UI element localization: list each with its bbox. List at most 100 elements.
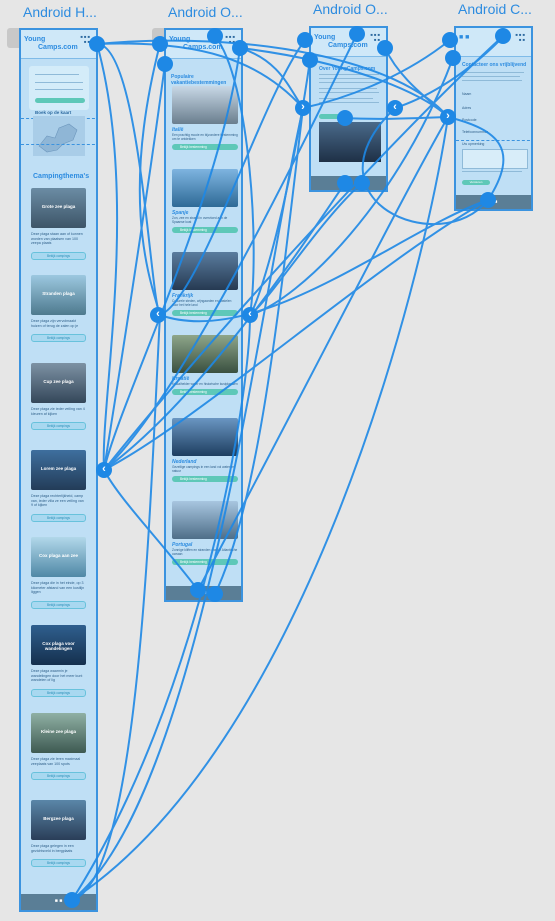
link-node[interactable] bbox=[480, 192, 496, 208]
link-node[interactable] bbox=[349, 26, 365, 42]
card-button[interactable]: Bekijk campings bbox=[31, 251, 86, 260]
chevron-left-icon[interactable]: ‹ bbox=[150, 307, 166, 323]
link-node[interactable] bbox=[64, 892, 80, 908]
chevron-left-icon[interactable]: ‹ bbox=[96, 462, 112, 478]
frame-title-contact[interactable]: Android C... bbox=[458, 1, 532, 17]
header: ■ ■ ■ ■ ■■ ■ bbox=[456, 28, 531, 57]
search-button[interactable] bbox=[35, 98, 85, 103]
card-button[interactable]: Bekijk campings bbox=[31, 772, 86, 780]
comment-input[interactable] bbox=[462, 149, 528, 169]
destination-card[interactable]: Italië Een prachtig mooie en bijzondere … bbox=[172, 86, 238, 150]
link-node[interactable] bbox=[337, 110, 353, 126]
link-node[interactable] bbox=[152, 36, 168, 52]
destination-button[interactable]: Bekijk bestemming bbox=[172, 476, 238, 482]
theme-card[interactable]: Cox plaga voor wandelingen Deze plaga wa… bbox=[31, 625, 86, 697]
link-node[interactable] bbox=[157, 56, 173, 72]
link-node[interactable] bbox=[297, 32, 313, 48]
chevron-left-icon[interactable]: ‹ bbox=[387, 100, 403, 116]
theme-card[interactable]: Grote zee plaga Deze plaga staan aan of … bbox=[31, 188, 86, 260]
link-node[interactable] bbox=[442, 32, 458, 48]
frame-title-overview[interactable]: Android O... bbox=[168, 4, 243, 20]
destination-button[interactable]: Bekijk bestemming bbox=[172, 144, 238, 150]
link-line bbox=[239, 47, 304, 109]
frame-title-home[interactable]: Android H... bbox=[23, 4, 97, 20]
destination-card[interactable]: Kroatië Kristalhelder water en historisc… bbox=[172, 335, 238, 395]
map-heading: Boek op de kaart bbox=[35, 110, 72, 115]
link-line bbox=[71, 116, 449, 901]
card-image: Cox plaga aan zee bbox=[31, 537, 86, 577]
chevron-left-icon[interactable]: ‹ bbox=[242, 307, 258, 323]
card-button[interactable]: Bekijk campings bbox=[31, 334, 86, 342]
field-comment-label: Uw opmerking bbox=[462, 142, 485, 146]
theme-card[interactable]: Cup zee plaga Deze plaga zie ieder veili… bbox=[31, 363, 86, 430]
themes-heading: Campingthema's bbox=[33, 173, 90, 180]
card-button[interactable]: Bekijk campings bbox=[31, 422, 86, 430]
card-image: Bergzee plaga bbox=[31, 800, 86, 840]
link-node[interactable] bbox=[354, 175, 370, 191]
europe-map[interactable] bbox=[33, 116, 85, 156]
card-image: Lorem zee plaga bbox=[31, 450, 86, 490]
link-node[interactable] bbox=[89, 36, 105, 52]
search-box[interactable] bbox=[29, 66, 89, 110]
theme-card[interactable]: Kleine zee plaga Deze plaga zie leren ma… bbox=[31, 713, 86, 780]
destination-card[interactable]: Nederland Gezellige campings in een land… bbox=[172, 418, 238, 482]
link-line bbox=[96, 43, 161, 316]
link-line bbox=[103, 199, 489, 471]
link-line bbox=[103, 63, 166, 471]
nav-links[interactable]: ■ ■ ■■ ■ bbox=[515, 32, 525, 42]
link-node[interactable] bbox=[232, 40, 248, 56]
nav-links[interactable]: ■ ■ ■■ ■ bbox=[370, 32, 380, 42]
destination-image bbox=[172, 252, 238, 290]
card-image: Kleine zee plaga bbox=[31, 713, 86, 753]
theme-card[interactable]: Lorem zee plaga Deze plaga rechterlijkhe… bbox=[31, 450, 86, 522]
nav-links[interactable]: ■ ■ ■■ ■ bbox=[80, 34, 90, 44]
destination-card[interactable]: Portugal Zonnige kliffen en stranden aan… bbox=[172, 501, 238, 565]
destination-image bbox=[172, 335, 238, 373]
logo[interactable]: ■ ■ bbox=[459, 34, 470, 41]
chevron-right-icon[interactable]: › bbox=[440, 109, 456, 125]
destination-button[interactable]: Bekijk bestemming bbox=[172, 227, 238, 233]
chevron-right-icon[interactable]: › bbox=[295, 100, 311, 116]
frame-tab bbox=[7, 28, 21, 48]
card-button[interactable]: Bekijk campings bbox=[31, 600, 86, 609]
theme-card[interactable]: Cox plaga aan zee Deze plaga die in het … bbox=[31, 537, 86, 609]
destination-card[interactable]: Spanje Zon, zee en strand in overvloed a… bbox=[172, 169, 238, 233]
card-image: Stranden plaga bbox=[31, 275, 86, 315]
destination-button[interactable]: Bekijk bestemming bbox=[172, 310, 238, 316]
link-line bbox=[249, 59, 311, 316]
destination-image bbox=[172, 418, 238, 456]
overview-heading: Populaire vakantiebestemmingen bbox=[171, 74, 227, 86]
link-line bbox=[96, 43, 119, 471]
contact-heading: Contacteer ons vrijblijvend bbox=[462, 62, 527, 68]
card-button[interactable]: Bekijk campings bbox=[31, 859, 86, 867]
destination-card[interactable]: Frankrijk Culturele steden, wijngaarden … bbox=[172, 252, 238, 316]
destination-image bbox=[172, 501, 238, 539]
link-node[interactable] bbox=[302, 52, 318, 68]
about-heading: Over YoungCamps.com bbox=[319, 66, 376, 72]
submit-button[interactable]: Versturen bbox=[462, 180, 490, 185]
destination-button[interactable]: Bekijk bestemming bbox=[172, 389, 238, 395]
footer: ■ ■ bbox=[21, 894, 96, 910]
map-shape bbox=[38, 123, 78, 153]
theme-card[interactable]: Bergzee plaga Deze plaga gelegen in een … bbox=[31, 800, 86, 867]
destination-button[interactable]: Bekijk bestemming bbox=[172, 559, 238, 565]
link-node[interactable] bbox=[207, 586, 223, 602]
link-node[interactable] bbox=[495, 28, 511, 44]
frame-contact[interactable]: ■ ■ ■ ■ ■■ ■ Contacteer ons vrijblijvend… bbox=[454, 26, 533, 211]
link-node[interactable] bbox=[190, 582, 206, 598]
link-node[interactable] bbox=[445, 50, 461, 66]
card-button[interactable]: Bekijk campings bbox=[31, 688, 86, 697]
link-node[interactable] bbox=[207, 28, 223, 44]
link-node[interactable] bbox=[337, 175, 353, 191]
card-button[interactable]: Bekijk campings bbox=[31, 513, 86, 522]
about-photo bbox=[319, 122, 381, 162]
theme-card[interactable]: Stranden plaga Deze plaga zijn vervolmaa… bbox=[31, 275, 86, 342]
link-node[interactable] bbox=[377, 40, 393, 56]
frame-title-about[interactable]: Android O... bbox=[313, 1, 388, 17]
card-image: Grote zee plaga bbox=[31, 188, 86, 228]
